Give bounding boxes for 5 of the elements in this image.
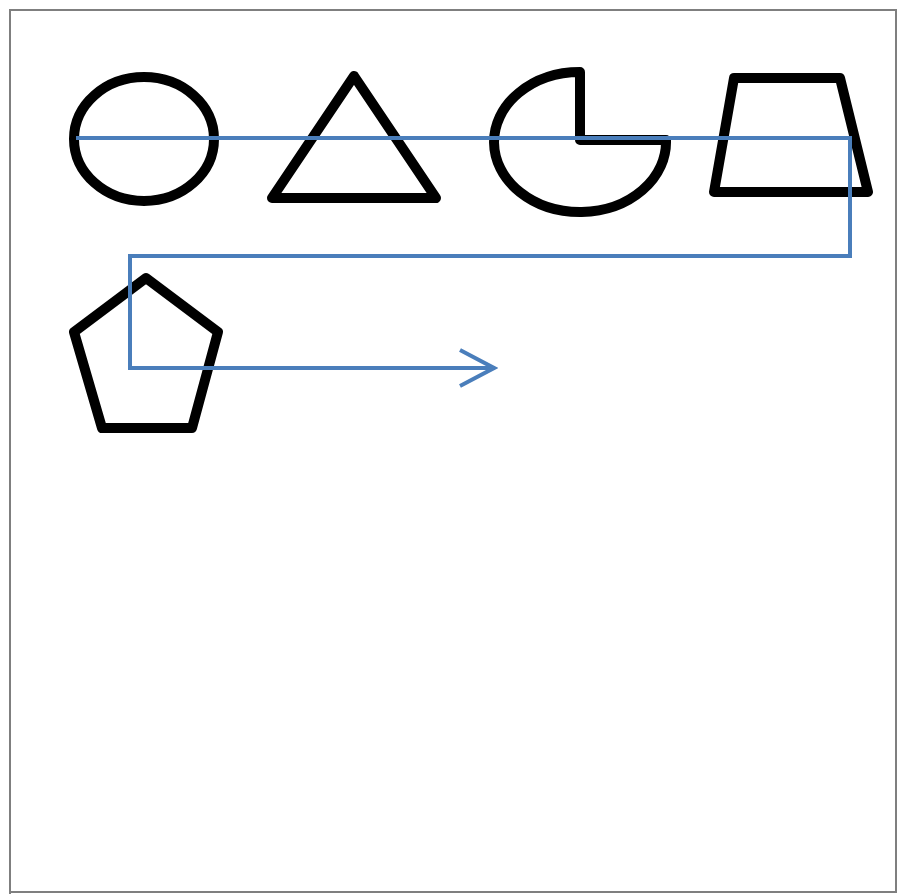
trapezoid-shape	[706, 72, 876, 200]
triangle-shape	[262, 66, 446, 206]
pentagon-shape	[66, 270, 226, 436]
circle-shape	[66, 70, 222, 208]
pie-shape	[488, 66, 672, 218]
